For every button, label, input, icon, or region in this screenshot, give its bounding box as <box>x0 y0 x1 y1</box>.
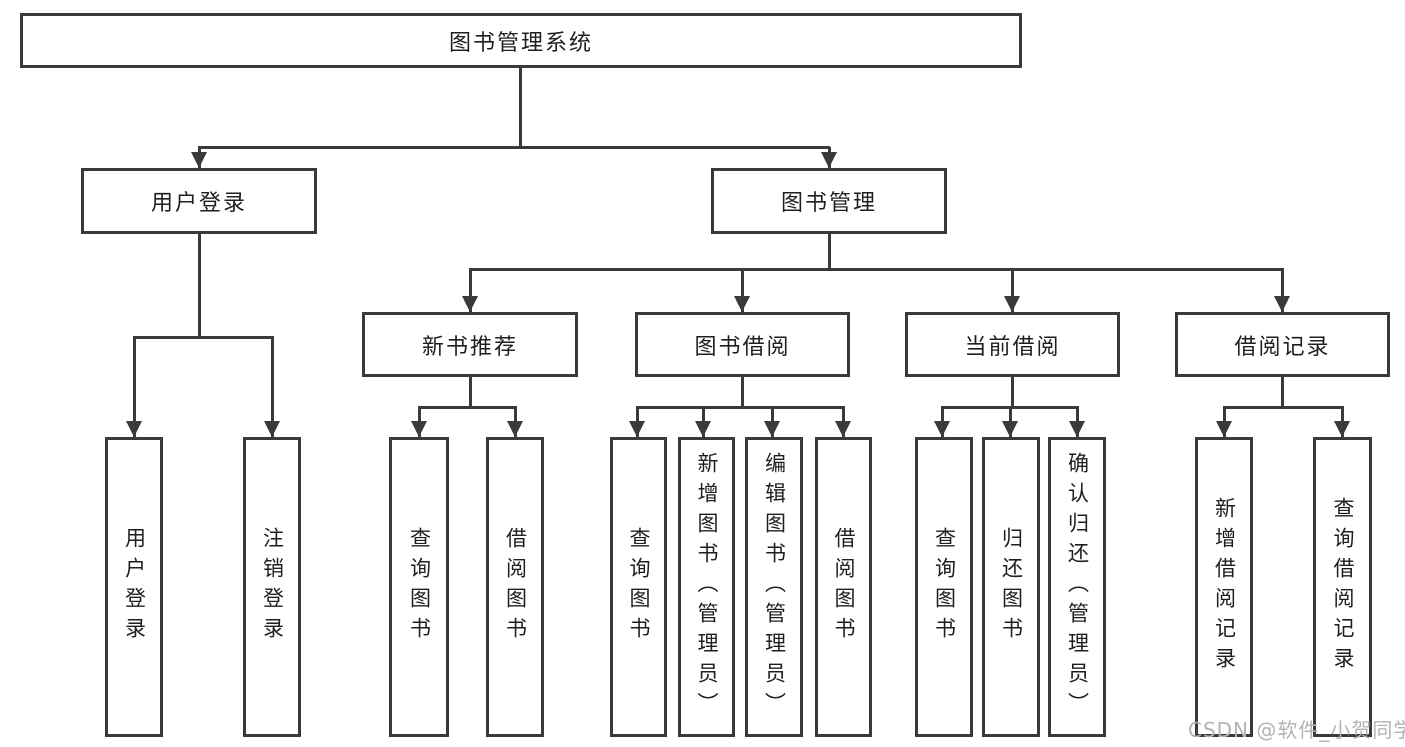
connector-hline <box>636 406 845 409</box>
node-book-borrow: 图书借阅 <box>635 312 850 377</box>
node-label: 借阅记录 <box>1234 334 1331 360</box>
connector-hline <box>1223 406 1344 409</box>
arrow-down-icon <box>126 421 142 437</box>
leaf-add-borrow-record: 新增借阅记录 <box>1195 437 1253 737</box>
node-current-borrow: 当前借阅 <box>905 312 1120 377</box>
connector-vline <box>469 269 472 312</box>
leaf-confirm-return-admin: 确认归还（管理员） <box>1048 437 1106 737</box>
arrow-down-icon <box>734 296 750 312</box>
leaf-borrow-book-recommend: 借阅图书 <box>486 437 544 737</box>
connector-vline <box>271 337 274 437</box>
leaf-return-book: 归还图书 <box>982 437 1040 737</box>
connector-vline <box>469 377 472 408</box>
arrow-down-icon <box>411 421 427 437</box>
connector-vline <box>519 68 522 147</box>
leaf-logout: 注销登录 <box>243 437 301 737</box>
watermark: CSDN @软件_小贺同学 <box>1188 718 1405 742</box>
node-label: 新书推荐 <box>421 334 518 360</box>
node-new-book-recommend: 新书推荐 <box>362 312 578 377</box>
connector-hline <box>133 336 274 339</box>
leaf-borrow-book: 借阅图书 <box>815 437 872 737</box>
connector-vline <box>828 234 831 269</box>
arrow-down-icon <box>1274 296 1290 312</box>
node-label: 新增借阅记录 <box>1212 497 1237 677</box>
leaf-query-book-recommend: 查询图书 <box>389 437 449 737</box>
arrow-down-icon <box>1004 296 1020 312</box>
node-book-management: 图书管理 <box>711 168 947 234</box>
arrow-down-icon <box>1002 421 1018 437</box>
arrow-down-icon <box>629 421 645 437</box>
node-label: 归还图书 <box>999 527 1024 647</box>
connector-vline <box>741 269 744 312</box>
node-label: 查询图书 <box>407 527 432 647</box>
leaf-query-book: 查询图书 <box>610 437 667 737</box>
connector-hline <box>418 406 517 409</box>
node-label: 查询图书 <box>932 527 957 647</box>
node-label: 当前借阅 <box>964 334 1061 360</box>
node-label: 注销登录 <box>260 527 285 647</box>
node-label: 图书管理 <box>780 191 877 216</box>
node-label: 查询图书 <box>627 527 651 647</box>
arrow-down-icon <box>1216 421 1232 437</box>
arrow-down-icon <box>507 421 523 437</box>
arrow-down-icon <box>462 296 478 312</box>
connector-vline <box>741 377 744 407</box>
connector-hline <box>198 146 830 149</box>
node-borrow-record: 借阅记录 <box>1175 312 1390 377</box>
leaf-edit-book-admin: 编辑图书（管理员） <box>745 437 803 737</box>
connector-vline <box>1011 269 1014 312</box>
node-label: 图书管理系统 <box>448 30 593 56</box>
arrow-down-icon <box>695 421 711 437</box>
arrow-down-icon <box>764 421 780 437</box>
node-label: 用户登录 <box>122 527 147 647</box>
node-label: 新增图书（管理员） <box>695 452 719 722</box>
node-root: 图书管理系统 <box>20 13 1022 68</box>
leaf-query-borrow-record: 查询借阅记录 <box>1313 437 1372 737</box>
node-label: 用户登录 <box>150 191 247 216</box>
leaf-add-book-admin: 新增图书（管理员） <box>678 437 735 737</box>
connector-vline <box>1281 269 1284 312</box>
arrow-down-icon <box>821 152 837 168</box>
node-user-login: 用户登录 <box>81 168 317 234</box>
arrow-down-icon <box>934 421 950 437</box>
arrow-down-icon <box>1069 421 1085 437</box>
leaf-user-login: 用户登录 <box>105 437 163 737</box>
arrow-down-icon <box>191 152 207 168</box>
arrow-down-icon <box>1334 421 1350 437</box>
node-label: 借阅图书 <box>832 527 856 647</box>
connector-hline <box>469 268 1284 271</box>
node-label: 编辑图书（管理员） <box>762 452 787 722</box>
arrow-down-icon <box>835 421 851 437</box>
node-label: 查询借阅记录 <box>1331 497 1355 677</box>
node-label: 借阅图书 <box>503 527 528 647</box>
connector-vline <box>133 337 136 437</box>
leaf-query-current: 查询图书 <box>915 437 973 737</box>
connector-vline <box>1281 377 1284 407</box>
connector-vline <box>1011 377 1014 407</box>
arrow-down-icon <box>264 421 280 437</box>
node-label: 图书借阅 <box>694 334 791 360</box>
node-label: 确认归还（管理员） <box>1065 452 1090 722</box>
connector-vline <box>198 234 201 337</box>
